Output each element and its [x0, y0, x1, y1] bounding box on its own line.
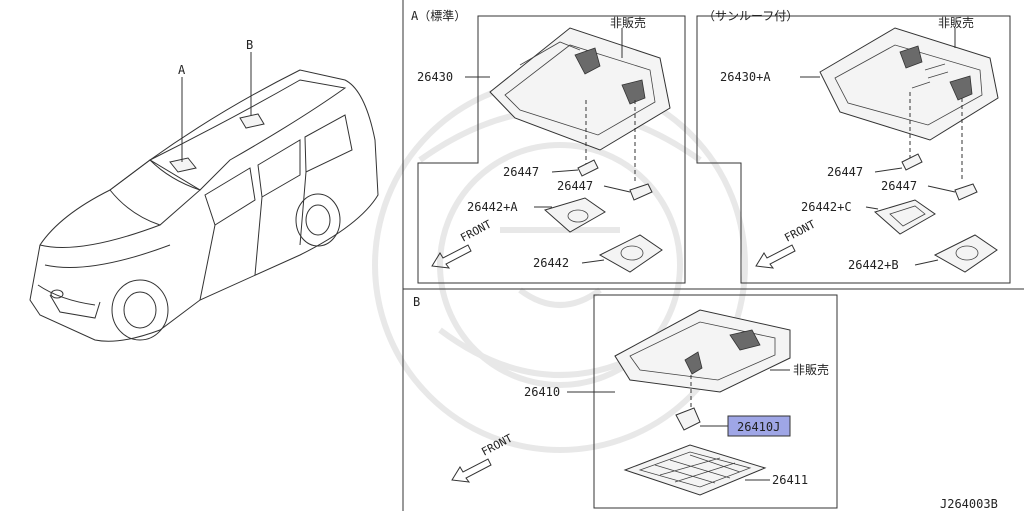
part-26442-b: 26442+B: [848, 258, 899, 272]
part-26447-a2: 26447: [557, 179, 593, 193]
callout-a: A: [178, 63, 186, 77]
panel-sunroof-header-text: （サンルーフ付）: [703, 9, 798, 23]
panel-b: [451, 294, 838, 509]
panel-a-sunroof: [696, 15, 1011, 284]
part-26447-s1: 26447: [827, 165, 863, 179]
part-26447-a1: 26447: [503, 165, 539, 179]
part-26410j: 26410J: [737, 420, 780, 434]
part-26442: 26442: [533, 256, 569, 270]
panel-sunroof-front-label: FRONT: [782, 217, 818, 244]
part-26430: 26430: [417, 70, 453, 84]
car-illustration: [29, 52, 379, 342]
part-26447-s2: 26447: [881, 179, 917, 193]
callout-b: B: [246, 38, 253, 52]
panel-a-front-label: FRONT: [458, 217, 494, 244]
part-26410: 26410: [524, 385, 560, 399]
panel-a-standard: [417, 15, 686, 284]
part-26430-a: 26430+A: [720, 70, 771, 84]
panel-b-not-sold: 非販売: [793, 362, 829, 377]
part-26411: 26411: [772, 473, 808, 487]
part-26442-a: 26442+A: [467, 200, 518, 214]
part-26442-c: 26442+C: [801, 200, 852, 214]
panel-b-header: B: [413, 295, 420, 309]
diagram-id: J264003B: [940, 497, 998, 511]
highlight-box: [727, 415, 791, 437]
panel-a-header: A（標準）: [411, 8, 466, 23]
panel-a-not-sold: 非販売: [610, 15, 646, 30]
panel-sunroof-not-sold: 非販売: [938, 15, 974, 30]
